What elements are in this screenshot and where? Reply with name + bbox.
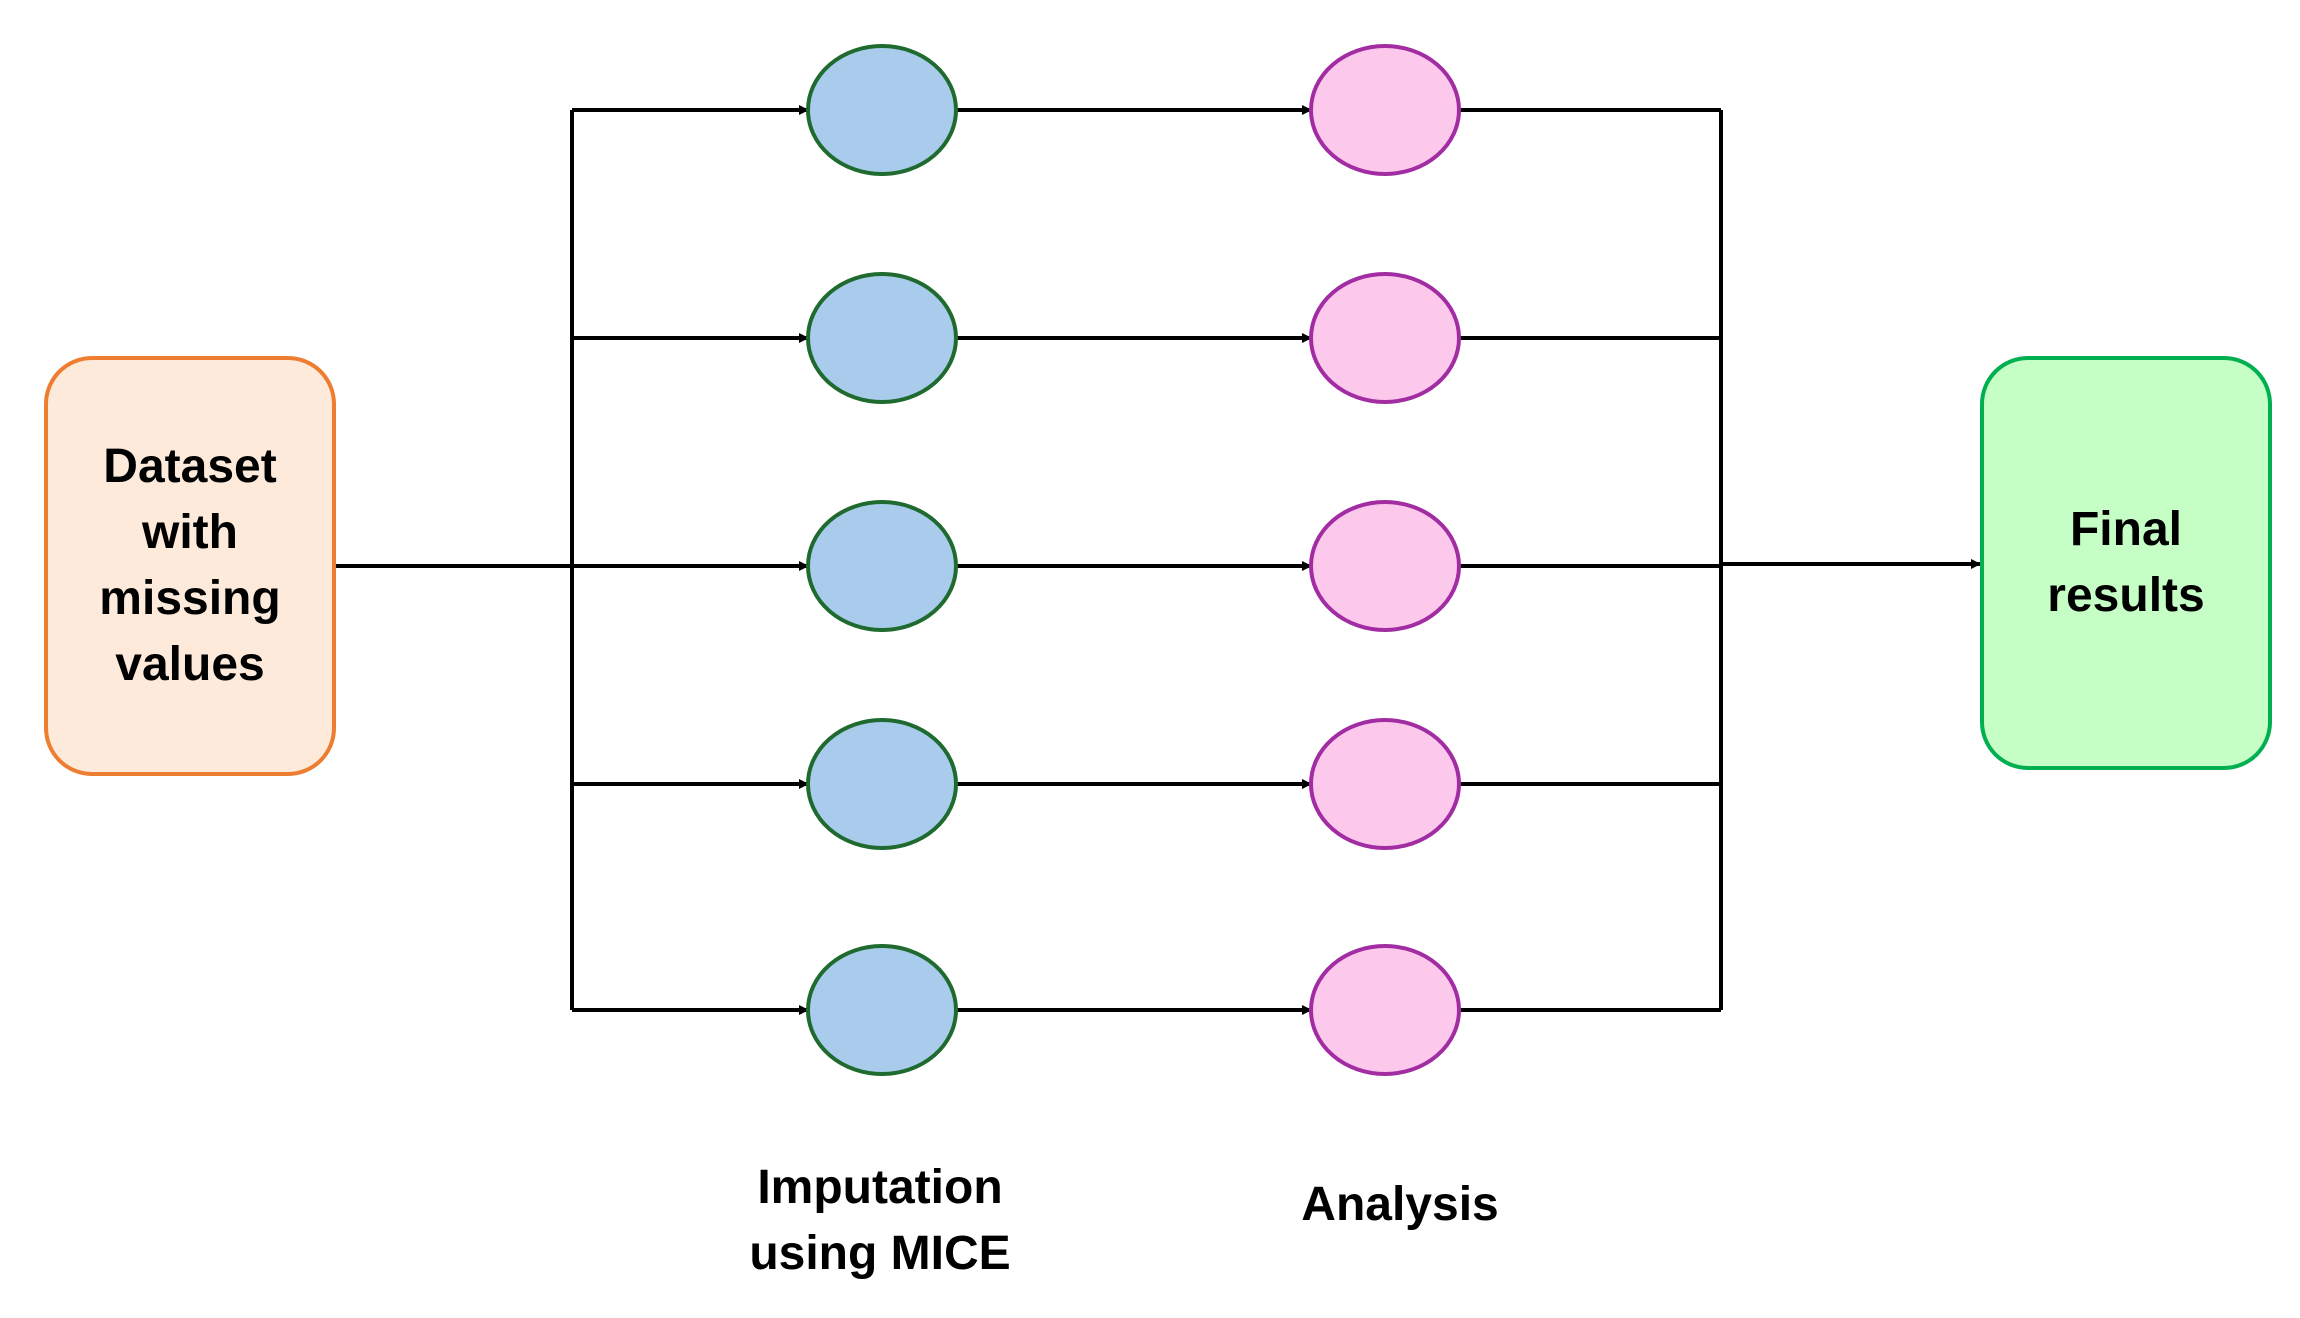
analysis-node-3 xyxy=(1309,500,1461,632)
imputation-node-3 xyxy=(806,500,958,632)
imputation-node-1 xyxy=(806,44,958,176)
imputation-node-2 xyxy=(806,272,958,404)
analysis-column-label: Analysis xyxy=(1301,1178,1499,1231)
analysis-node-2 xyxy=(1309,272,1461,404)
branch-group xyxy=(572,44,1721,1076)
analysis-node-1 xyxy=(1309,44,1461,176)
final-results-label: Final results xyxy=(2047,503,2205,622)
imputation-node-5 xyxy=(806,944,958,1076)
imputation-node-4 xyxy=(806,718,958,850)
input-dataset-box: Dataset with missing values xyxy=(44,356,336,776)
final-results-box: Final results xyxy=(1980,356,2272,770)
imputation-column-label: Imputation using MICE xyxy=(749,1161,1011,1280)
analysis-node-4 xyxy=(1309,718,1461,850)
input-dataset-label: Dataset with missing values xyxy=(99,440,281,691)
analysis-node-5 xyxy=(1309,944,1461,1076)
